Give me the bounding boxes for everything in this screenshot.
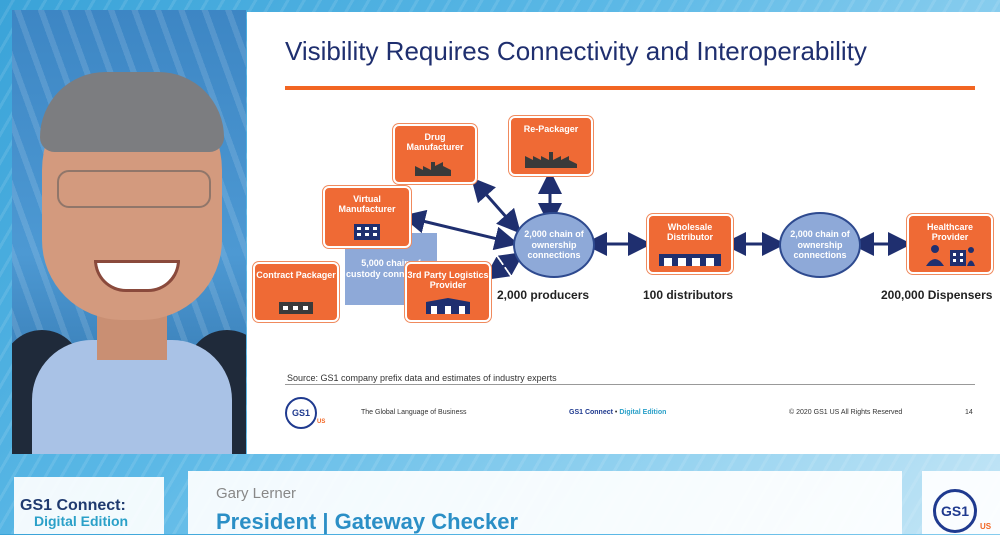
event-brand-title: GS1 Connect: xyxy=(20,497,126,514)
warehouse-icon xyxy=(426,298,470,314)
node-re-packager: Re-Packager xyxy=(509,116,593,176)
producers-caption: 2,000 producers xyxy=(497,288,590,302)
gs1-logo-region: US xyxy=(980,522,992,531)
caregiver-icon xyxy=(926,245,975,266)
connection-arrows xyxy=(401,170,912,281)
event-brand-card xyxy=(14,477,164,534)
node-wholesale-distributor: Wholesale Distributor xyxy=(647,214,733,274)
gs1-logo-region: US xyxy=(317,419,326,425)
event-brand-subtitle: Digital Edition xyxy=(34,513,129,529)
title-divider xyxy=(285,86,975,90)
distributors-caption: 100 distributors xyxy=(643,288,734,302)
dispensers-caption: 200,000 Dispensers xyxy=(881,288,993,302)
factory-icon xyxy=(415,162,451,176)
factory-icon xyxy=(525,152,577,168)
node-contract-packager: Contract Packager xyxy=(253,262,339,322)
speaker-video xyxy=(12,10,246,454)
footer-tagline: The Global Language of Business xyxy=(361,409,467,416)
ownership-connections-bubble: 2,000 chain of ownership connections xyxy=(513,212,595,278)
speaker-name: Gary Lerner xyxy=(216,485,297,502)
warehouse-icon xyxy=(279,302,313,314)
gs1-logo: GS1 xyxy=(933,489,977,533)
gs1-logo: GS1 xyxy=(285,397,317,429)
node-3rd-party-logistics: 3rd Party Logistics Provider xyxy=(405,262,491,322)
warehouse-icon xyxy=(659,254,721,266)
slide-title: Visibility Requires Connectivity and Int… xyxy=(285,36,867,66)
footer-event: GS1 Connect • Digital Edition xyxy=(569,409,667,416)
presentation-slide: Visibility Requires Connectivity and Int… xyxy=(247,12,1000,454)
footer-divider xyxy=(285,384,975,385)
ownership-connections-bubble: 2,000 chain of ownership connections xyxy=(779,212,861,278)
footer-copyright: © 2020 GS1 US All Rights Reserved xyxy=(789,409,903,416)
source-note: Source: GS1 company prefix data and esti… xyxy=(287,373,557,383)
speaker-nameplate xyxy=(188,471,902,534)
slide-page-number: 14 xyxy=(965,409,973,416)
node-drug-manufacturer: Drug Manufacturer xyxy=(393,124,477,184)
building-icon xyxy=(354,224,380,240)
speaker-title: President | Gateway Checker xyxy=(216,509,519,534)
node-healthcare-provider: Healthcare Provider xyxy=(907,214,993,274)
node-virtual-manufacturer: Virtual Manufacturer xyxy=(323,186,411,248)
